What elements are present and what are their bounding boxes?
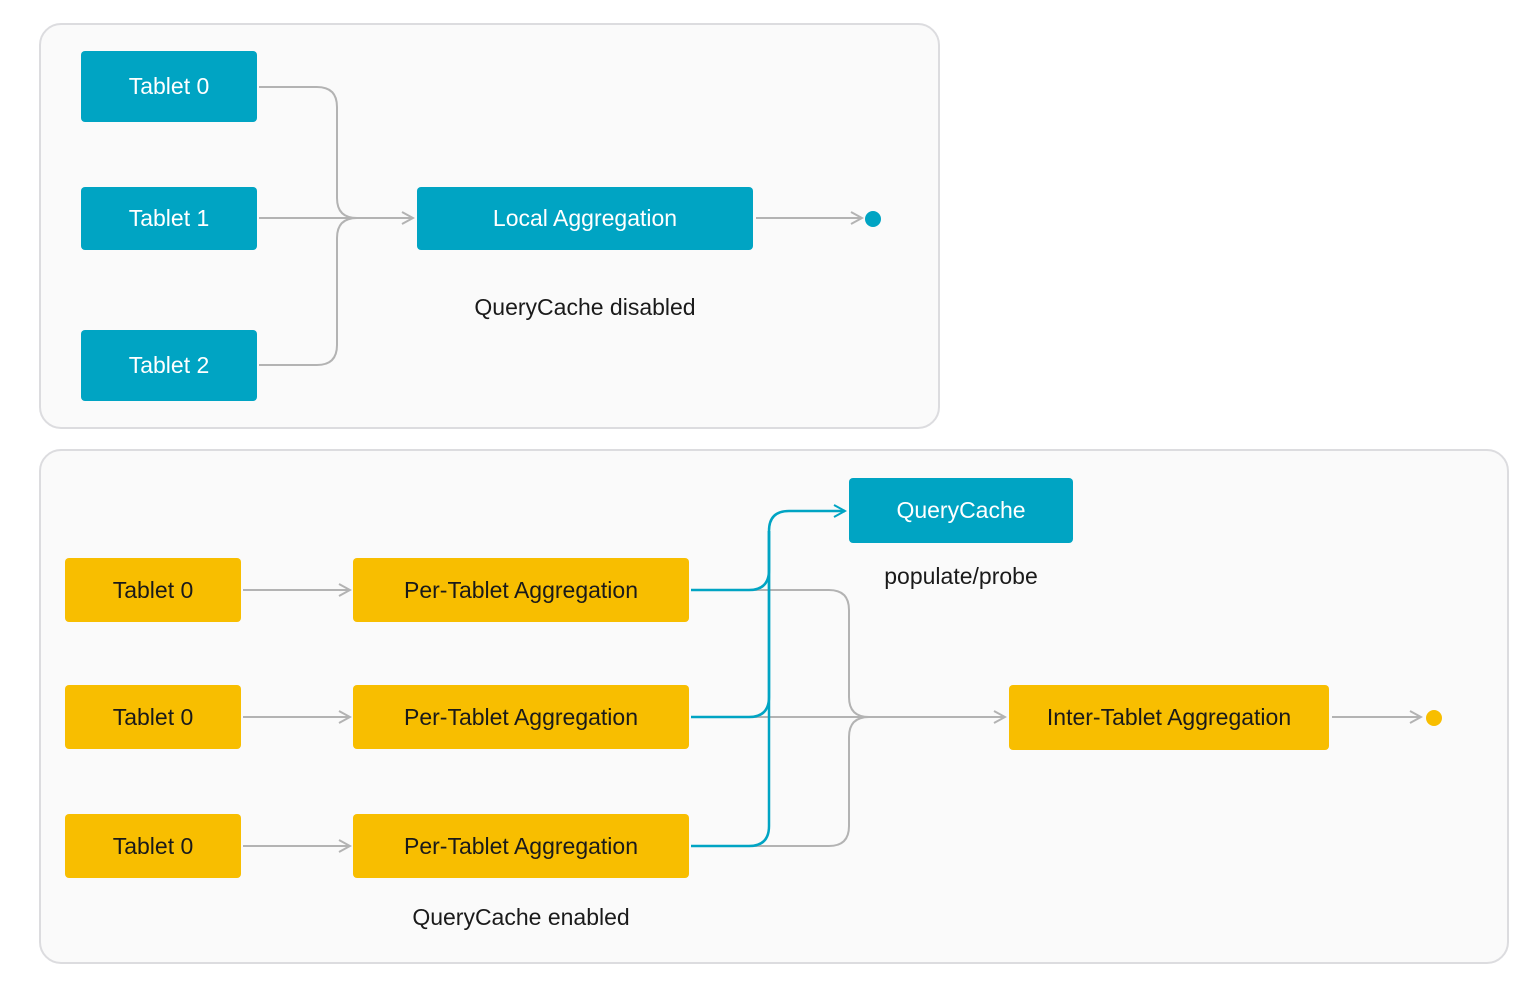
per-tablet-aggregation-2: Per-Tablet Aggregation [353,814,689,878]
link-tablet0-to-local [259,86,358,219]
link-pta2-to-inter [750,716,870,847]
per-tablet-aggregation-0: Per-Tablet Aggregation [353,558,689,622]
querycache-enabled-caption: QueryCache enabled [412,904,630,930]
local-aggregation-node: Local Aggregation [417,187,753,250]
bottom-tablet-0: Tablet 0 [65,558,241,622]
inter-tablet-aggregation-node: Inter-Tablet Aggregation [1009,685,1329,750]
link-pta0-to-inter [750,589,870,718]
populate-probe-caption: populate/probe [884,563,1038,589]
querycache-node: QueryCache [849,478,1073,543]
per-tablet-aggregation-1: Per-Tablet Aggregation [353,685,689,749]
top-output-dot [865,211,881,227]
top-tablet-2: Tablet 2 [81,330,257,401]
bottom-tablet-2: Tablet 0 [65,814,241,878]
cache-link-pta2 [691,531,771,848]
querycache-disabled-caption: QueryCache disabled [474,294,696,320]
cache-link-pta1 [691,531,771,719]
bottom-output-dot [1426,710,1442,726]
top-tablet-0: Tablet 0 [81,51,257,122]
link-tablet2-to-local [259,217,358,366]
bottom-tablet-1: Tablet 0 [65,685,241,749]
top-tablet-1: Tablet 1 [81,187,257,250]
